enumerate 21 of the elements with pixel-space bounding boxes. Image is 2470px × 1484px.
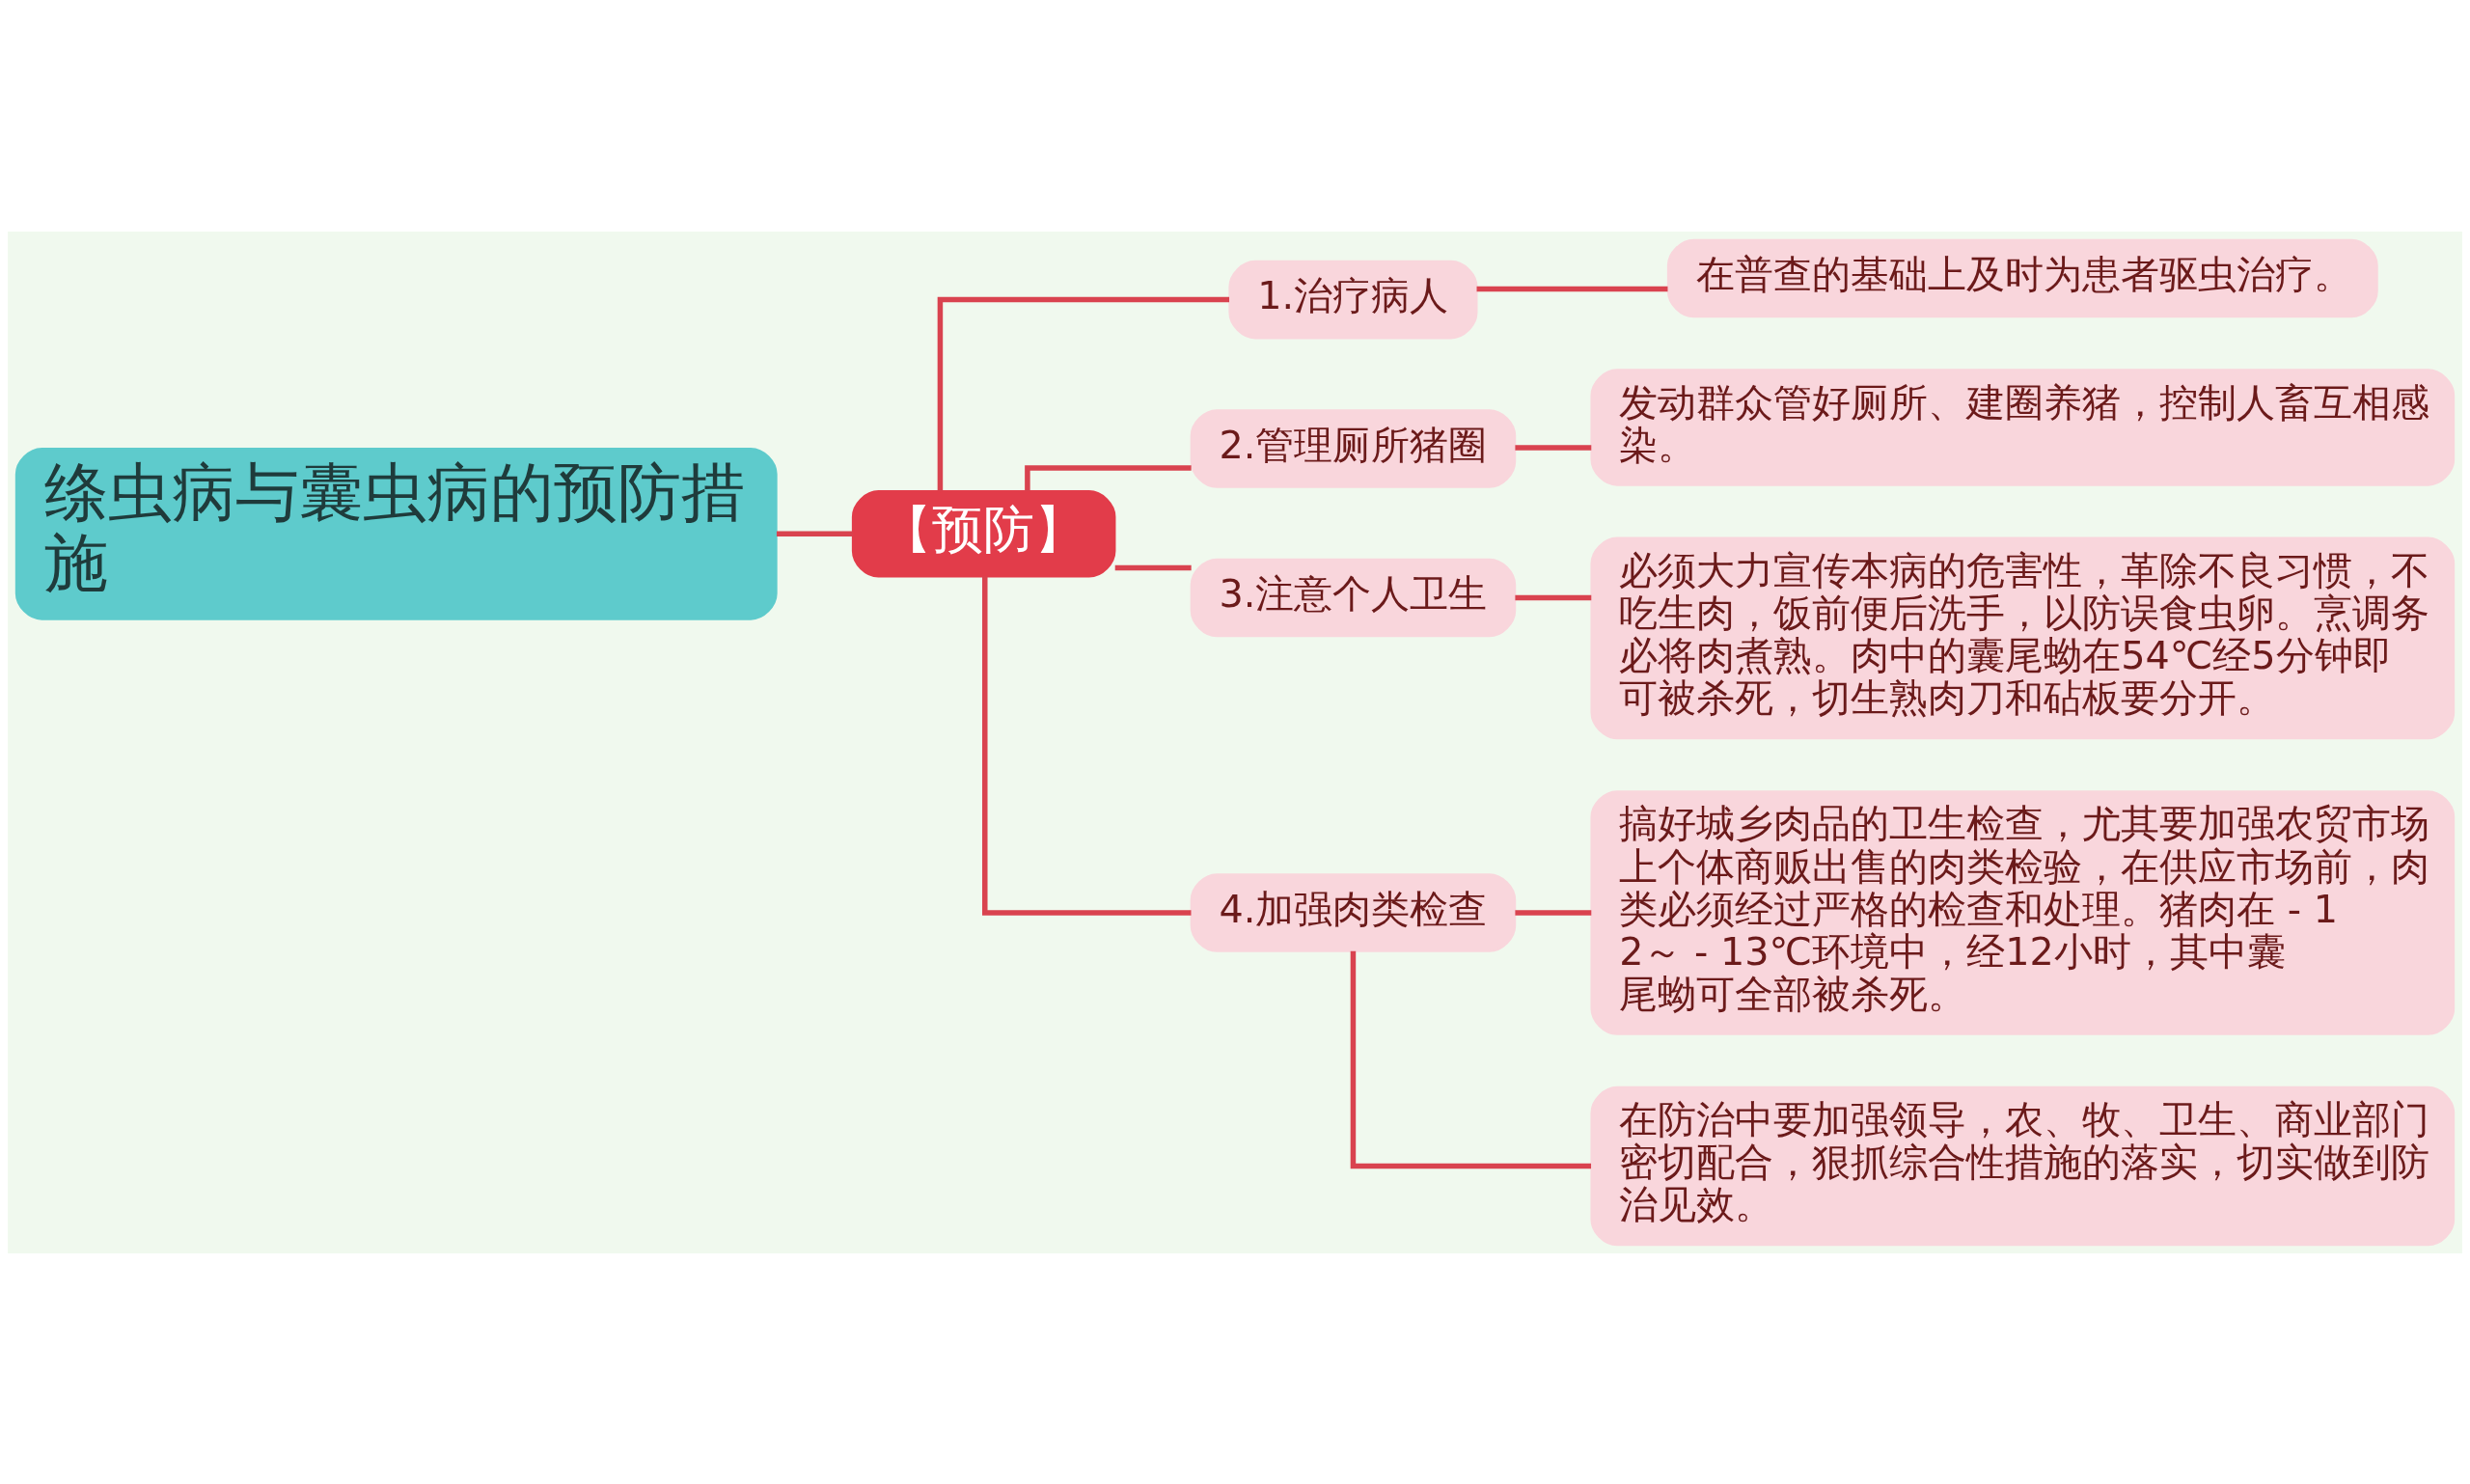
connector <box>1476 286 1668 291</box>
connector <box>1515 444 1592 451</box>
node-box: 1.治疗病人 <box>1228 260 1478 339</box>
node-box: 绦虫病与囊虫病的预防措施 <box>14 447 778 620</box>
node-box: 必须大力宣传本病的危害性，革除不良习惯，不吃生肉，饭前便后洗手，以防误食虫卵。烹调务必将肉煮熟。肉中的囊尾蚴在54℃经5分钟即可被杀死，切生熟肉刀和砧板要分开。 <box>1590 536 2456 739</box>
connector <box>1025 464 1192 491</box>
node-box: 3.注意个人卫生 <box>1190 558 1517 637</box>
connector <box>1114 564 1192 570</box>
node-box: 搞好城乡肉品的卫生检查，尤其要加强农贸市场上个体商贩出售的肉类检验，在供应市场前，肉类必须经过严格的检查和处理。猪肉在 - 12～ - 13℃环境中，经12小时，其中囊尾蚴可全部被杀死。 <box>1590 789 2456 1035</box>
node-box: 4.加强肉类检查 <box>1190 872 1517 952</box>
connector <box>1515 909 1592 916</box>
connector <box>982 576 1192 916</box>
node-box: 在防治中要加强领导，农、牧、卫生、商业部门密切配合，狠抓综合性措施的落实，切实做到防治见效。 <box>1590 1086 2456 1246</box>
connector <box>1350 950 1592 1168</box>
connector <box>1515 594 1592 600</box>
node-box: 【预防】 <box>851 489 1116 577</box>
node-box: 2.管理厕所猪圈 <box>1190 408 1517 488</box>
connector <box>776 531 853 536</box>
connector <box>937 296 1229 491</box>
node-box: 在普查的基础上及时为患者驱虫治疗。 <box>1666 238 2378 317</box>
node-box: 发动群众管好厕所、建圈养猪，控制人畜互相感染。 <box>1590 368 2456 486</box>
